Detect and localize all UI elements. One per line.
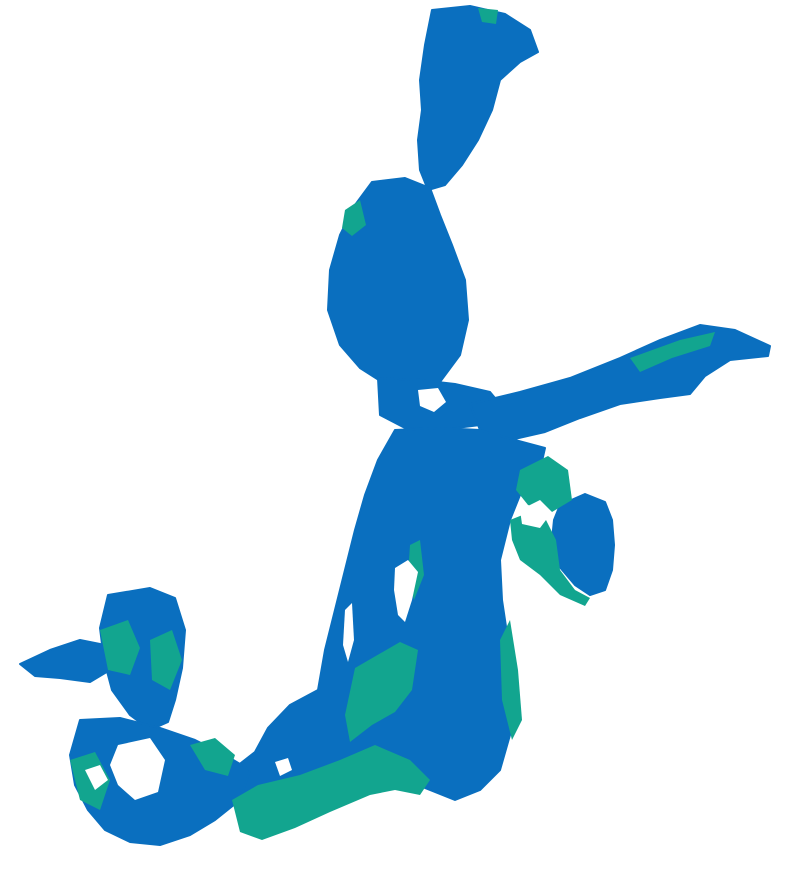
shallow-zone-lithuania-coast (500, 620, 522, 740)
shallow-zone-finland-coast (630, 332, 715, 372)
shallow-zone-bay-top (478, 8, 498, 24)
shallow-zone-bothnia-west (342, 200, 366, 236)
funen-island (85, 765, 108, 790)
deep-water-layer (19, 5, 771, 846)
shallow-zone-danish-4 (190, 738, 235, 776)
skagerrak-inlet (19, 639, 111, 683)
gotland-island (394, 560, 418, 622)
shallow-zone-danish-2 (150, 630, 182, 690)
shallow-zone-danish-1 (100, 620, 140, 675)
saaremaa-island (520, 500, 552, 528)
oland-island (343, 603, 354, 662)
shallow-water-layer (70, 8, 715, 840)
aland-island (418, 388, 446, 412)
land-layer (85, 388, 552, 800)
shallow-zone-estonia-islands (516, 456, 572, 512)
shallow-zone-riga-coast (510, 508, 590, 606)
bornholm-island (275, 758, 292, 776)
shallow-zone-southern-coast (232, 745, 430, 840)
zealand-island (110, 738, 165, 800)
bothnian-bay (417, 5, 539, 191)
shallow-zone-hoburg (345, 642, 418, 742)
gulf-of-finland (469, 324, 771, 441)
